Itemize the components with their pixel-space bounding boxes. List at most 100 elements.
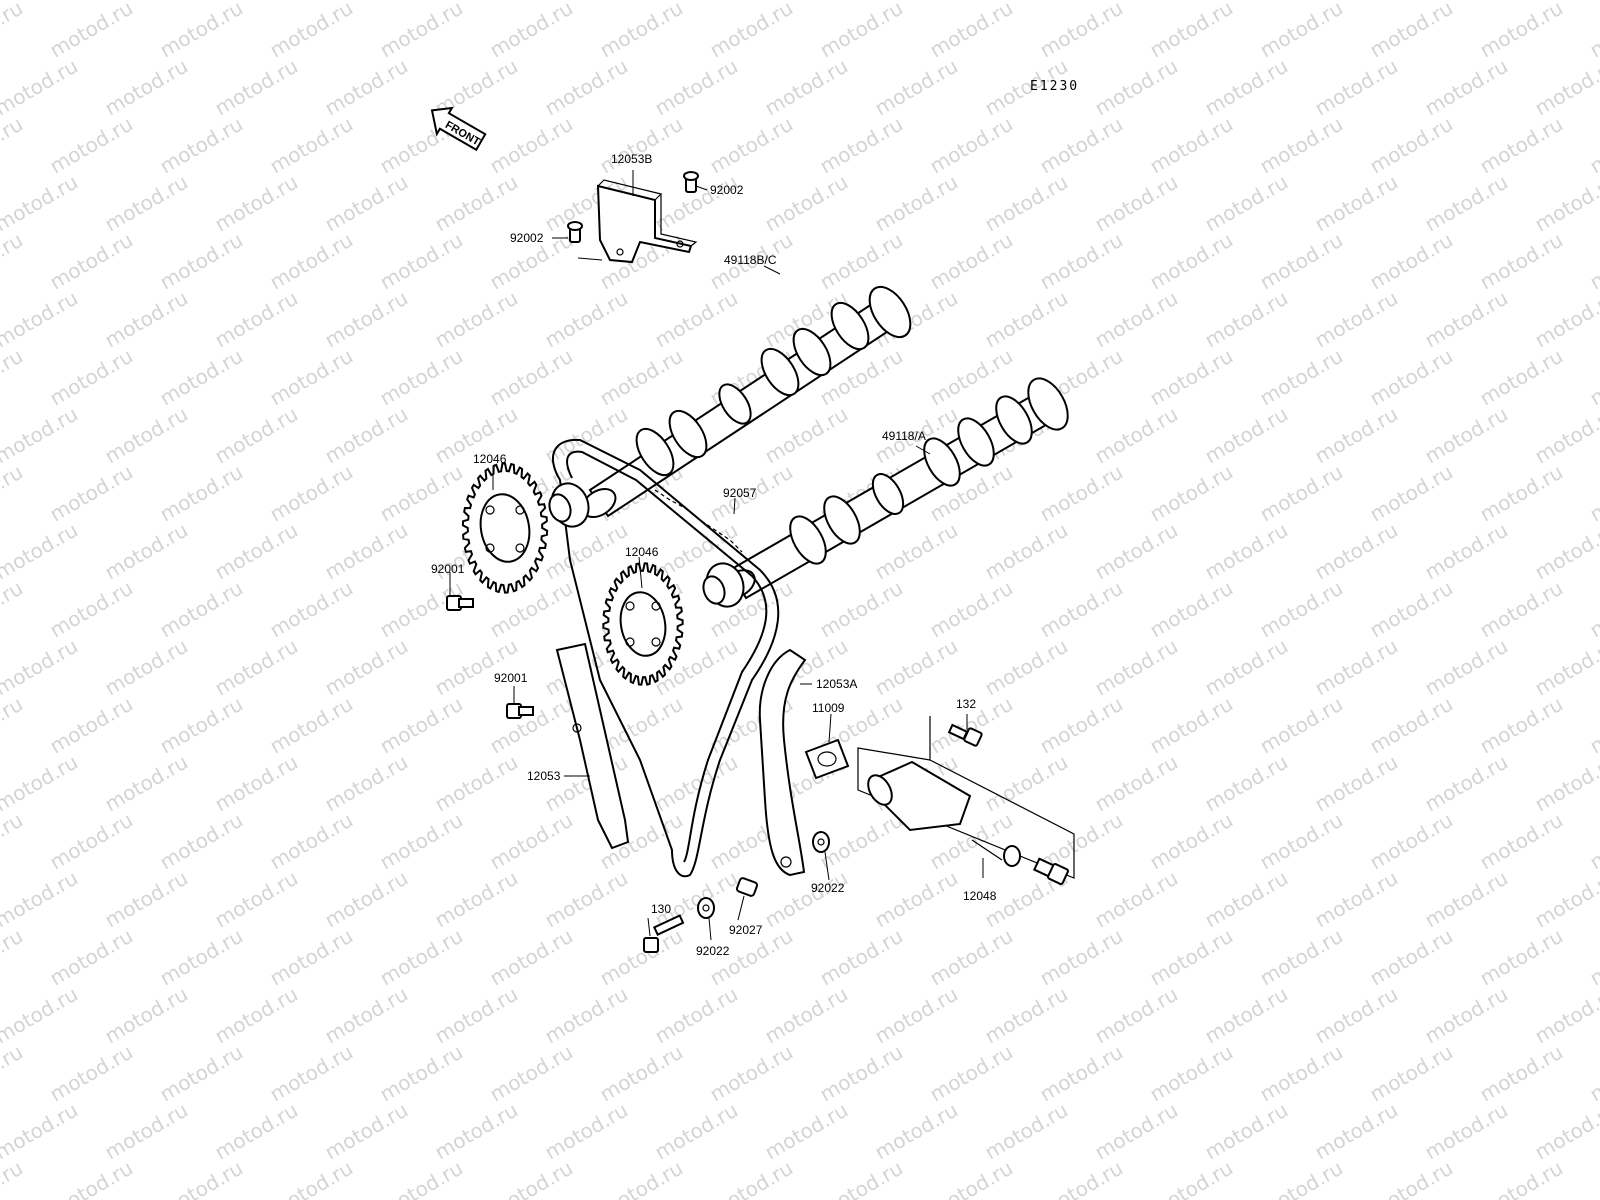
watermark-text: motod.ru <box>0 460 27 527</box>
sprocket-bolt-upper <box>446 595 474 611</box>
watermark-text: motod.ru <box>1036 924 1127 991</box>
camshaft-hub-upper <box>548 482 590 528</box>
watermark-text: motod.ru <box>1421 402 1512 469</box>
part-label: 130 <box>651 902 671 916</box>
camshaft-hub-lower <box>702 562 745 608</box>
watermark-text: motod.ru <box>981 750 1072 817</box>
watermark-text: motod.ru <box>431 1098 522 1165</box>
watermark-text: motod.ru <box>1531 170 1600 237</box>
watermark-text: motod.ru <box>46 228 137 295</box>
watermark-text: motod.ru <box>1476 1156 1567 1200</box>
watermark-text: motod.ru <box>761 866 852 933</box>
watermark-text: motod.ru <box>1091 866 1182 933</box>
watermark-text: motod.ru <box>486 924 577 991</box>
watermark-text: motod.ru <box>981 634 1072 701</box>
watermark-text: motod.ru <box>1586 576 1600 643</box>
watermark-text: motod.ru <box>1036 1156 1127 1200</box>
part-label: 12053 <box>527 769 561 783</box>
watermark-text: motod.ru <box>1421 518 1512 585</box>
watermark-text: motod.ru <box>541 1098 632 1165</box>
watermark-text: motod.ru <box>101 402 192 469</box>
watermark-text: motod.ru <box>1366 460 1457 527</box>
watermark-text: motod.ru <box>1146 460 1237 527</box>
watermark-text: motod.ru <box>156 460 247 527</box>
watermark-text: motod.ru <box>981 518 1072 585</box>
watermark-text: motod.ru <box>1476 0 1567 62</box>
watermark-text: motod.ru <box>46 576 137 643</box>
watermark-text: motod.ru <box>926 1156 1017 1200</box>
watermark-text: motod.ru <box>1091 634 1182 701</box>
watermark-text: motod.ru <box>1531 402 1600 469</box>
watermark-text: motod.ru <box>0 54 82 121</box>
watermark-text: motod.ru <box>1256 460 1347 527</box>
part-label: 12046 <box>625 545 659 559</box>
watermark-text: motod.ru <box>486 0 577 62</box>
watermark-text: motod.ru <box>1146 344 1237 411</box>
watermark-text: motod.ru <box>266 0 357 62</box>
watermark-text: motod.ru <box>1311 750 1402 817</box>
watermark-text: motod.ru <box>321 54 412 121</box>
watermark-text: motod.ru <box>596 1156 687 1200</box>
watermark-text: motod.ru <box>1586 460 1600 527</box>
watermark-text: motod.ru <box>1531 518 1600 585</box>
part-label: 92022 <box>811 881 845 895</box>
watermark-text: motod.ru <box>376 460 467 527</box>
watermark-text: motod.ru <box>1036 460 1127 527</box>
watermark-text: motod.ru <box>816 228 907 295</box>
watermark-text: motod.ru <box>1586 0 1600 62</box>
watermark-text: motod.ru <box>1421 286 1512 353</box>
watermark-text: motod.ru <box>211 402 302 469</box>
watermark-text: motod.ru <box>1256 0 1347 62</box>
watermark-text: motod.ru <box>541 286 632 353</box>
watermark-text: motod.ru <box>1531 866 1600 933</box>
watermark-text: motod.ru <box>1366 808 1457 875</box>
watermark-text: motod.ru <box>816 1040 907 1107</box>
watermark-text: motod.ru <box>1091 54 1182 121</box>
watermark-text: motod.ru <box>1586 112 1600 179</box>
guide-collar <box>735 877 759 897</box>
part-label: 92002 <box>510 231 544 245</box>
watermark-text: motod.ru <box>211 1098 302 1165</box>
watermark-text: motod.ru <box>1531 982 1600 1049</box>
guide-washer-left <box>697 897 715 919</box>
watermark-text: motod.ru <box>706 1040 797 1107</box>
watermark-text: motod.ru <box>1586 228 1600 295</box>
part-label: 12048 <box>963 889 997 903</box>
watermark-text: motod.ru <box>46 808 137 875</box>
watermark-text: motod.ru <box>1036 228 1127 295</box>
part-label: 92001 <box>431 562 465 576</box>
watermark-text: motod.ru <box>1586 1040 1600 1107</box>
watermark-text: motod.ru <box>376 692 467 759</box>
watermark-text: motod.ru <box>871 1098 962 1165</box>
watermark-text: motod.ru <box>1421 170 1512 237</box>
watermark-text: motod.ru <box>1146 112 1237 179</box>
watermark-text: motod.ru <box>1586 344 1600 411</box>
watermark-text: motod.ru <box>1421 750 1512 817</box>
watermark-text: motod.ru <box>1311 1098 1402 1165</box>
watermark-text: motod.ru <box>1036 692 1127 759</box>
watermark-text: motod.ru <box>1531 750 1600 817</box>
front-direction-arrow-icon <box>430 106 487 152</box>
watermark-text: motod.ru <box>0 1098 82 1165</box>
watermark-text: motod.ru <box>1201 518 1292 585</box>
watermark-text: motod.ru <box>0 982 82 1049</box>
watermark-text: motod.ru <box>761 170 852 237</box>
watermark-text: motod.ru <box>0 518 82 585</box>
watermark-text: motod.ru <box>1366 344 1457 411</box>
watermark-text: motod.ru <box>1476 692 1567 759</box>
watermark-text: motod.ru <box>0 750 82 817</box>
watermark-text: motod.ru <box>981 286 1072 353</box>
watermark-text: motod.ru <box>1146 692 1237 759</box>
watermark-text: motod.ru <box>1366 692 1457 759</box>
watermark-text: motod.ru <box>486 808 577 875</box>
watermark-text: motod.ru <box>266 112 357 179</box>
watermark-text: motod.ru <box>1366 576 1457 643</box>
watermark-text: motod.ru <box>1476 228 1567 295</box>
watermark-text: motod.ru <box>46 460 137 527</box>
watermark-text: motod.ru <box>376 1156 467 1200</box>
watermark-text: motod.ru <box>981 1098 1072 1165</box>
watermark-text: motod.ru <box>486 112 577 179</box>
watermark-text: motod.ru <box>376 344 467 411</box>
watermark-text: motod.ru <box>1531 1098 1600 1165</box>
